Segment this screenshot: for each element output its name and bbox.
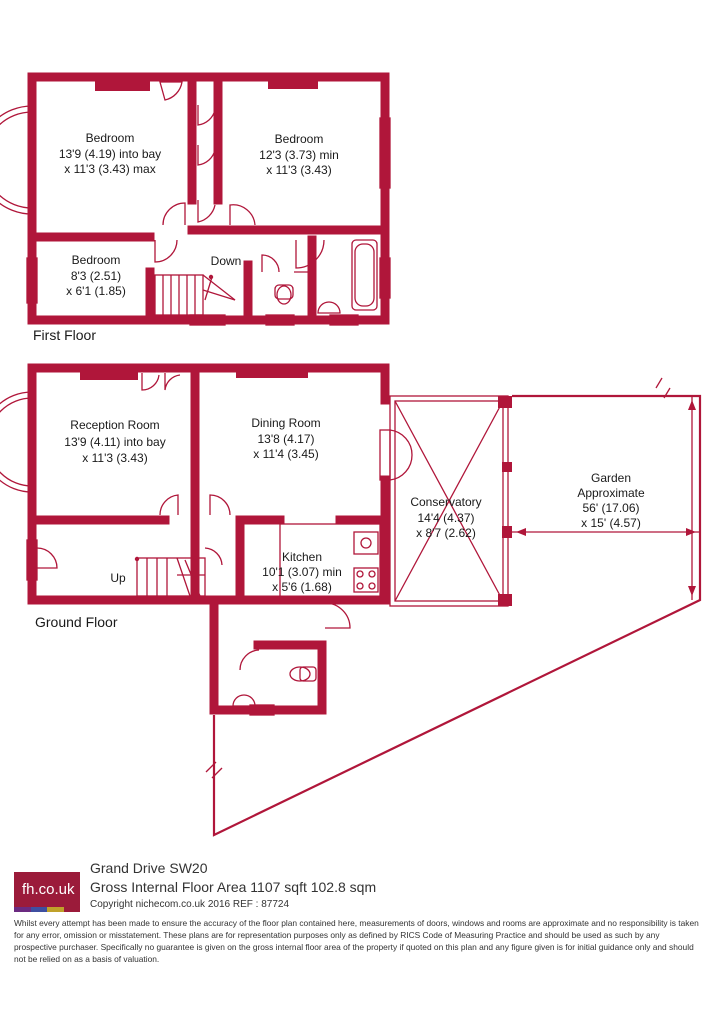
stairs-label: Up	[110, 571, 126, 585]
floor-plan: .w { fill: none; stroke: #b0163a; stroke…	[0, 72, 702, 837]
logo-bar-segment	[14, 907, 31, 912]
room-dims: 10'1 (3.07) min	[262, 565, 342, 579]
garden-dims: x 15' (4.57)	[581, 516, 641, 530]
logo-bar-segment	[47, 907, 64, 912]
room-name: Bedroom	[72, 253, 121, 267]
first-floor-outer-wall	[27, 72, 390, 325]
floor-area: Gross Internal Floor Area 1107 sqft 102.…	[90, 879, 377, 895]
room-dims: 8'3 (2.51)	[71, 269, 121, 283]
garden-name: Garden	[591, 471, 631, 485]
room-dims: x 6'1 (1.85)	[66, 284, 126, 298]
kitchen-fittings	[279, 523, 381, 598]
bay-window-ground	[0, 391, 33, 493]
window	[379, 117, 391, 189]
room-name: Conservatory	[410, 495, 481, 509]
garden-dims: Approximate	[577, 486, 645, 500]
room-dims: 12'3 (3.73) min	[259, 148, 339, 162]
room-dims: 13'9 (4.19) into bay	[59, 147, 161, 161]
logo-bar-segment	[30, 907, 47, 912]
room-name: Bedroom	[86, 131, 135, 145]
floor-label-first: First Floor	[33, 327, 96, 343]
room-dims: 13'9 (4.11) into bay	[64, 435, 165, 449]
logo-bar-segment	[63, 907, 80, 912]
wc-fittings-ground	[232, 666, 317, 716]
property-address: Grand Drive SW20	[90, 860, 208, 876]
room-dims: x 11'3 (3.43)	[266, 163, 331, 177]
room-name: Dining Room	[251, 416, 320, 430]
room-dims: 14'4 (4.37)	[418, 511, 475, 525]
staircase-first	[154, 274, 236, 316]
stairs-label: Down	[211, 254, 242, 268]
logo-text: fh.co.uk	[22, 881, 75, 898]
logo-color-bar	[14, 907, 80, 912]
room-dims: x 5'6 (1.68)	[272, 580, 332, 594]
door	[159, 81, 183, 101]
room-dims: x 11'4 (3.45)	[253, 447, 318, 461]
bathroom-fittings-first	[274, 239, 378, 314]
room-dims: x 11'3 (3.43) max	[64, 162, 155, 176]
first-floor-plan: Bedroom 13'9 (4.19) into bay x 11'3 (3.4…	[0, 72, 391, 343]
disclaimer: Whilst every attempt has been made to en…	[14, 918, 699, 964]
garden-dims: 56' (17.06)	[583, 501, 640, 515]
room-name: Kitchen	[282, 550, 322, 564]
floor-label-ground: Ground Floor	[35, 614, 118, 630]
agency-logo: fh.co.uk	[14, 872, 80, 912]
bay-window-first	[0, 105, 33, 215]
ground-floor-plan: Reception Room 13'9 (4.11) into bay x 11…	[0, 363, 702, 837]
room-dims: x 11'3 (3.43)	[82, 451, 147, 465]
door	[141, 373, 160, 391]
staircase-ground	[134, 556, 206, 597]
room-dims: x 8'7 (2.62)	[416, 526, 476, 540]
rear-extension-wall	[209, 595, 355, 715]
room-name: Bedroom	[275, 132, 324, 146]
room-name: Reception Room	[70, 418, 159, 432]
garden-outline	[205, 377, 702, 837]
room-dims: 13'8 (4.17)	[258, 432, 315, 446]
copyright-ref: Copyright nichecom.co.uk 2016 REF : 8772…	[90, 899, 289, 910]
conservatory-structure	[389, 395, 512, 607]
